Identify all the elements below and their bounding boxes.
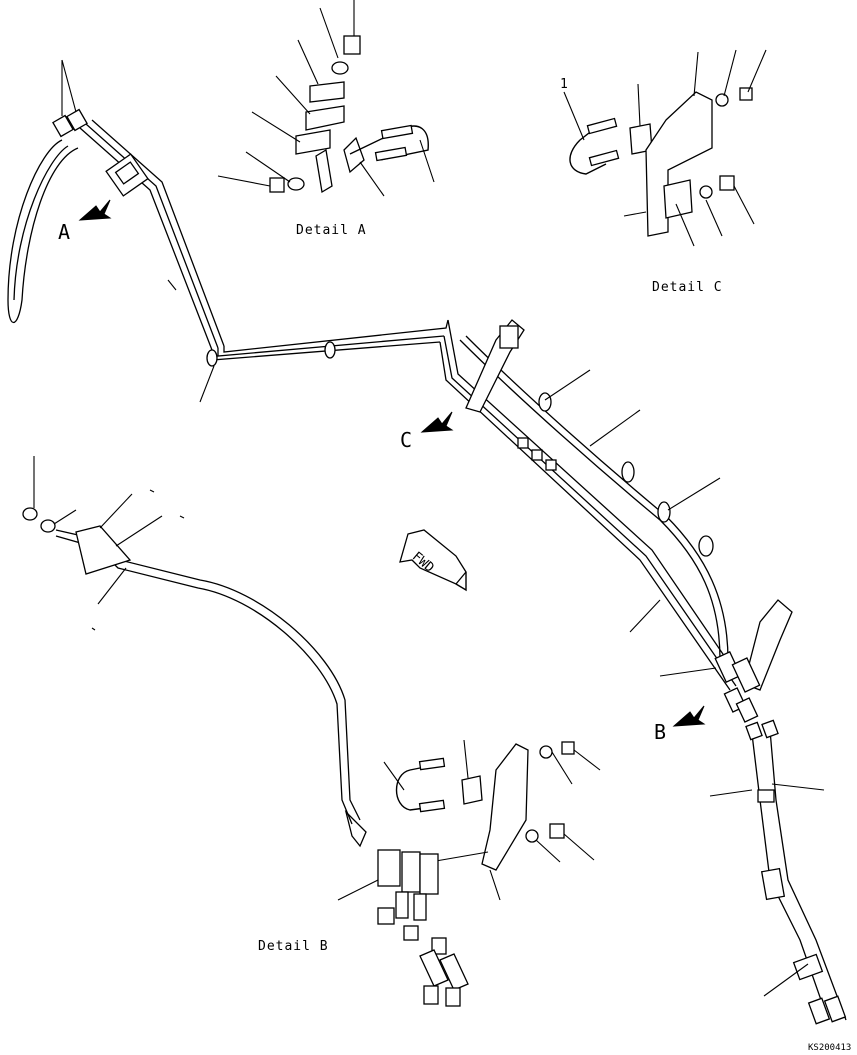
view-arrow-icon xyxy=(672,705,706,727)
part-number-1: 1 xyxy=(560,77,568,92)
view-marker-a: A xyxy=(58,220,71,244)
upper-pipe-assembly xyxy=(7,59,847,1025)
detail-a-drawing xyxy=(217,0,435,197)
detail-c-drawing xyxy=(563,49,767,247)
detail-b-drawing xyxy=(337,739,601,1007)
detail-a-label: Detail A xyxy=(296,223,367,238)
view-marker-c: C xyxy=(400,428,413,452)
drawing-code: KS200413 xyxy=(808,1043,852,1053)
detail-c-label: Detail C xyxy=(652,280,723,295)
lower-pipe-assembly xyxy=(22,456,367,848)
fwd-direction-icon xyxy=(399,529,467,592)
view-arrow-icon xyxy=(420,411,454,433)
view-marker-b: B xyxy=(654,720,667,744)
view-arrow-icon xyxy=(78,199,112,221)
detail-b-label: Detail B xyxy=(258,939,329,954)
